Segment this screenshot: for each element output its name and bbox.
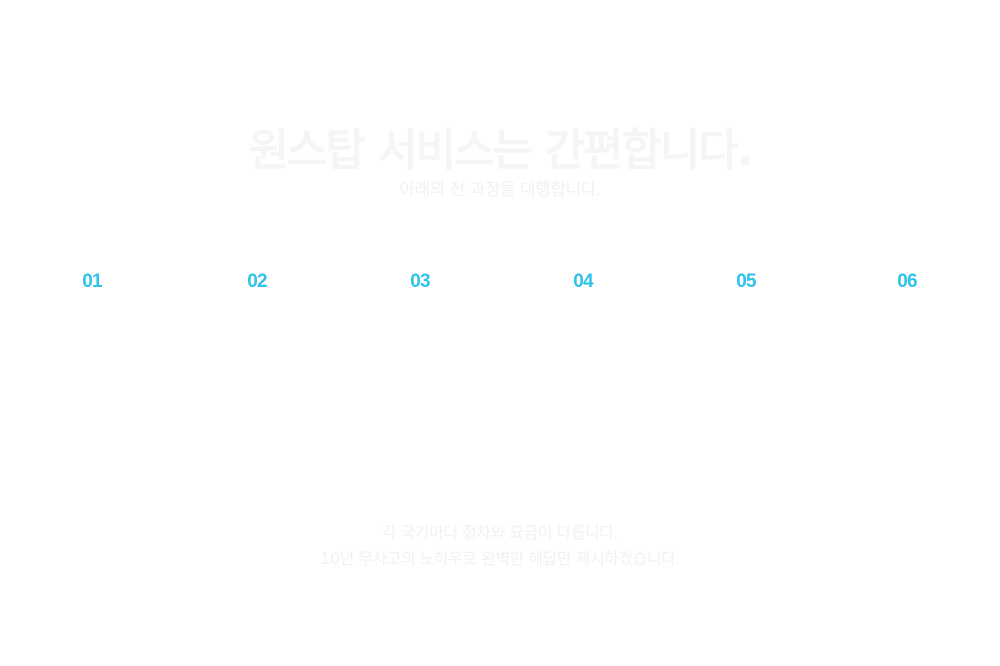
footer-line-2: 10년 무사고의 노하우로 완벽한 해답만 제시하겠습니다. [320, 549, 680, 568]
step-number-01: 01 [82, 271, 102, 292]
page-subtitle: 아래의 전 과정을 대행합니다. [399, 180, 601, 200]
process-steps: 01 02 03 04 05 06 [0, 268, 1000, 298]
page-title: 원스탑 서비스는 간편합니다. [248, 125, 753, 177]
step-number-02: 02 [247, 271, 267, 292]
step-number-05: 05 [736, 271, 756, 292]
step-number-04: 04 [573, 271, 593, 292]
footer-line-1: 각 국가마다 절차와 요금이 다릅니다. [381, 523, 619, 542]
footer-description: 각 국가마다 절차와 요금이 다릅니다. 10년 무사고의 노하우로 완벽한 해… [0, 520, 1000, 572]
step-number-06: 06 [897, 271, 917, 292]
step-number-03: 03 [410, 271, 430, 292]
